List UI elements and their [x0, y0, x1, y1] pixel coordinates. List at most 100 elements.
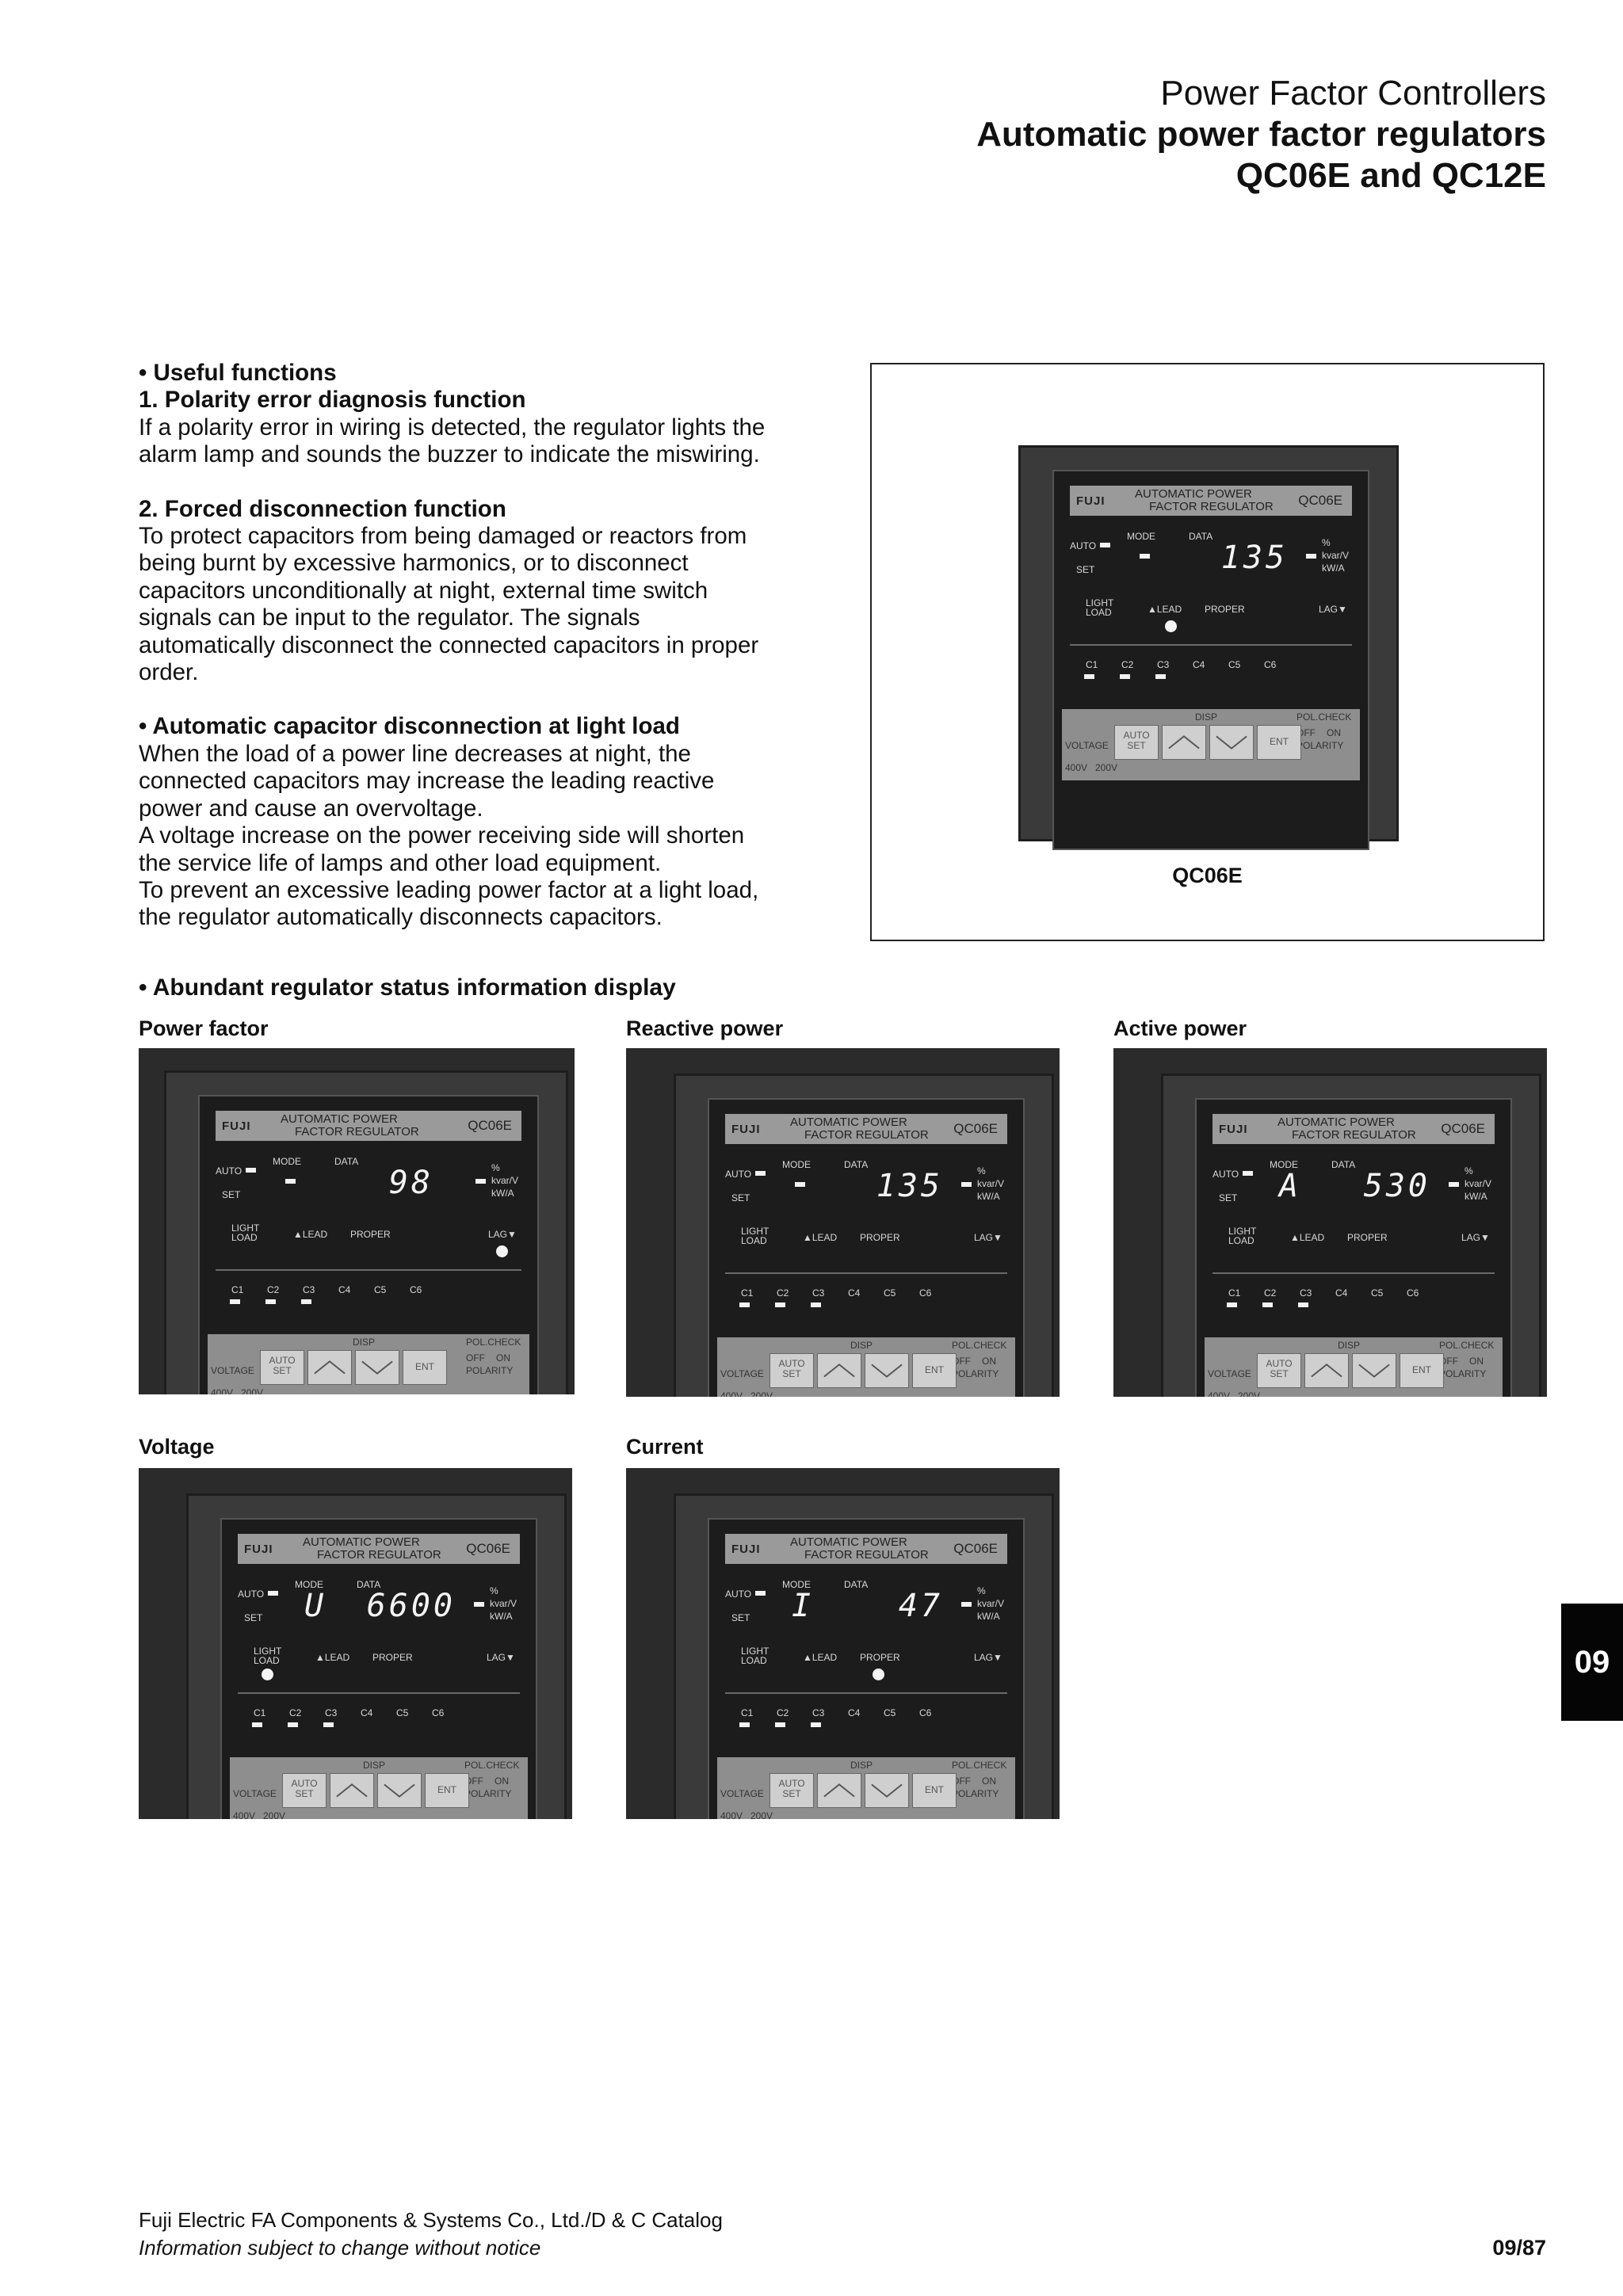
forced-body-line: capacitors unconditionally at night, ext… [139, 577, 708, 604]
unit-kw: kW/A [977, 1191, 1000, 1202]
lag-label: LAG▼ [1461, 1232, 1490, 1243]
polarity-label: POLARITY [952, 1788, 999, 1799]
voltage-label: VOLTAGE [720, 1788, 764, 1799]
forced-body-line: order. [139, 659, 199, 686]
page-number: 09/87 [1492, 2236, 1546, 2260]
up-arrow-icon [314, 1360, 346, 1375]
set-label: SET [244, 1612, 263, 1623]
capacitor-label: C4 [1193, 659, 1205, 670]
unit-percent: % [1322, 537, 1331, 548]
nameplate-line: FACTOR REGULATOR [295, 1125, 419, 1138]
polcheck-label: POL.CHECK [952, 1760, 1007, 1771]
disp-label: DISP [353, 1337, 376, 1348]
disp-label: DISP [850, 1760, 873, 1771]
capacitor-label: C3 [303, 1284, 315, 1295]
data-label: DATA [1331, 1159, 1356, 1170]
nameplate-model: QC06E [953, 1541, 998, 1556]
voltage-200: 200V [750, 1390, 773, 1398]
capacitor-led [811, 1722, 821, 1727]
forced-body-line: automatically disconnect the connected c… [139, 631, 759, 658]
key-ent-label: ENT [925, 1784, 944, 1795]
caption-current: Current [626, 1435, 704, 1459]
mode-led [795, 1182, 805, 1187]
capacitor-label: C3 [325, 1707, 338, 1718]
footer-notice: Information subject to change without no… [139, 2236, 541, 2260]
polarity-label: POLARITY [464, 1788, 512, 1799]
enter-key: ENT [425, 1773, 469, 1808]
capacitor-label: C5 [884, 1707, 896, 1718]
capacitor-led [739, 1302, 750, 1307]
nameplate-model: QC06E [953, 1121, 998, 1136]
voltage-200: 200V [1095, 762, 1118, 773]
capacitor-led [1120, 674, 1130, 679]
capacitor-led [252, 1722, 262, 1727]
voltage-label: VOLTAGE [1208, 1368, 1251, 1379]
off-label: OFF [464, 1775, 483, 1787]
key-ent-label: ENT [415, 1361, 434, 1372]
capacitor-label: C6 [919, 1707, 932, 1718]
key-set-label: SET [1270, 1368, 1289, 1379]
mode-led [1140, 554, 1150, 559]
capacitor-label: C4 [848, 1707, 861, 1718]
down-arrow-icon [1358, 1363, 1390, 1378]
unit-led [1306, 554, 1316, 559]
footer-company: Fuji Electric FA Components & Systems Co… [139, 2208, 723, 2232]
capacitor-led [288, 1722, 298, 1727]
unit-kvar: kvar/V [490, 1598, 517, 1609]
unit-percent: % [490, 1585, 498, 1596]
down-arrow-icon [384, 1783, 415, 1798]
capacitor-label: C2 [777, 1287, 789, 1299]
polarity-body-line: If a polarity error in wiring is detecte… [139, 414, 766, 441]
light-load-label: LIGHT [231, 1222, 260, 1234]
enter-key: ENT [403, 1350, 447, 1385]
nameplate-line: FACTOR REGULATOR [317, 1548, 441, 1562]
proper-label: PROPER [350, 1229, 391, 1240]
capacitor-label: C1 [231, 1284, 244, 1295]
voltage-label: VOLTAGE [720, 1368, 764, 1379]
unit-led [961, 1182, 972, 1187]
lead-label: ▲LEAD [1290, 1232, 1325, 1243]
display-mode: U [304, 1588, 327, 1624]
on-label: ON [496, 1352, 510, 1363]
mode-label: MODE [782, 1159, 811, 1170]
divider [725, 1692, 1007, 1694]
up-arrow-key [330, 1773, 374, 1808]
capacitor-led [301, 1299, 311, 1304]
capacitor-label: C3 [1300, 1287, 1312, 1299]
lag-label: LAG▼ [974, 1652, 1002, 1663]
off-label: OFF [1296, 727, 1316, 738]
nameplate-model: QC06E [466, 1541, 510, 1556]
capacitor-led [1262, 1302, 1273, 1307]
header-models: QC06E and QC12E [1235, 156, 1546, 195]
up-arrow-icon [823, 1783, 855, 1798]
key-set-label: SET [782, 1788, 801, 1799]
forced-body-line: To protect capacitors from being damaged… [139, 523, 747, 550]
key-ent-label: ENT [437, 1784, 456, 1795]
capacitor-label: C6 [1264, 659, 1277, 670]
unit-kvar: kvar/V [491, 1175, 519, 1186]
capacitor-label: C4 [361, 1707, 373, 1718]
divider [725, 1272, 1007, 1274]
divider [216, 1269, 521, 1271]
unit-led [1449, 1182, 1459, 1187]
display-mode: A [1279, 1168, 1302, 1204]
on-label: ON [1327, 727, 1341, 738]
voltage-label: VOLTAGE [1065, 740, 1109, 751]
key-auto-label: AUTO [269, 1355, 296, 1366]
nameplate-line: FACTOR REGULATOR [804, 1548, 929, 1562]
capacitor-label: C2 [777, 1707, 789, 1718]
capacitor-label: C5 [1371, 1287, 1384, 1299]
polcheck-label: POL.CHECK [1296, 711, 1352, 723]
voltage-200: 200V [750, 1810, 773, 1820]
unit-kw: kW/A [1322, 563, 1345, 574]
